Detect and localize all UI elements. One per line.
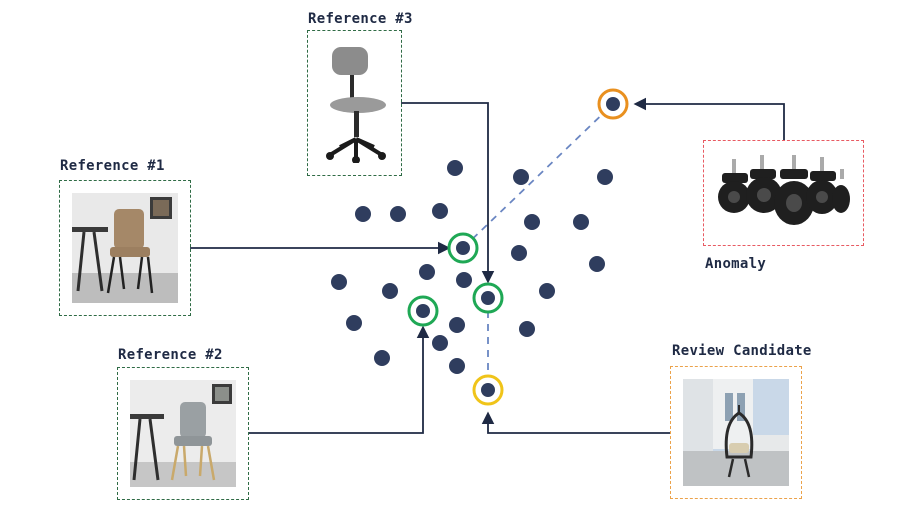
caster-wheels-image bbox=[716, 153, 851, 233]
embedding-point bbox=[589, 256, 605, 272]
anomaly-label: Anomaly bbox=[705, 256, 767, 272]
office-chair-image bbox=[318, 43, 391, 163]
anomaly-point bbox=[597, 88, 629, 120]
candidate-point bbox=[472, 374, 504, 406]
candidate-arrow bbox=[481, 411, 670, 434]
embedding-point bbox=[519, 321, 535, 337]
embedding-point bbox=[449, 358, 465, 374]
embedding-point bbox=[374, 350, 390, 366]
embedding-point bbox=[539, 283, 555, 299]
embedding-point bbox=[432, 335, 448, 351]
embedding-point bbox=[513, 169, 529, 185]
embedding-point bbox=[456, 272, 472, 288]
embedding-point bbox=[511, 245, 527, 261]
embedding-point bbox=[447, 160, 463, 176]
reference-3-frame bbox=[307, 30, 402, 176]
reference-1-frame bbox=[59, 180, 191, 316]
reference-1-label: Reference #1 bbox=[60, 158, 165, 174]
reference-3-label: Reference #3 bbox=[308, 11, 413, 27]
dining-chair-tan-image bbox=[72, 193, 178, 303]
embedding-point bbox=[524, 214, 540, 230]
embedding-point bbox=[432, 203, 448, 219]
reference-point-3 bbox=[472, 282, 504, 314]
dining-chair-grey-image bbox=[130, 380, 236, 487]
review-candidate-label: Review Candidate bbox=[672, 343, 812, 359]
embedding-point bbox=[390, 206, 406, 222]
embedding-point bbox=[419, 264, 435, 280]
embedding-point bbox=[382, 283, 398, 299]
embedding-point bbox=[573, 214, 589, 230]
reference-2-frame bbox=[117, 367, 249, 500]
review-candidate-frame bbox=[670, 366, 802, 499]
anomaly-similarity-line bbox=[462, 103, 614, 249]
reference-2-arrow bbox=[248, 325, 430, 434]
embedding-point bbox=[331, 274, 347, 290]
anomaly-frame bbox=[703, 140, 864, 246]
embedding-point bbox=[346, 315, 362, 331]
embedding-point bbox=[355, 206, 371, 222]
egg-chair-image bbox=[683, 379, 789, 486]
embedding-point bbox=[449, 317, 465, 333]
reference-3-arrow bbox=[401, 102, 495, 284]
embedding-point bbox=[597, 169, 613, 185]
anomaly-arrow bbox=[633, 97, 785, 140]
reference-point-1 bbox=[447, 232, 479, 264]
reference-2-label: Reference #2 bbox=[118, 347, 223, 363]
reference-point-2 bbox=[407, 295, 439, 327]
embedding-points bbox=[331, 160, 613, 374]
